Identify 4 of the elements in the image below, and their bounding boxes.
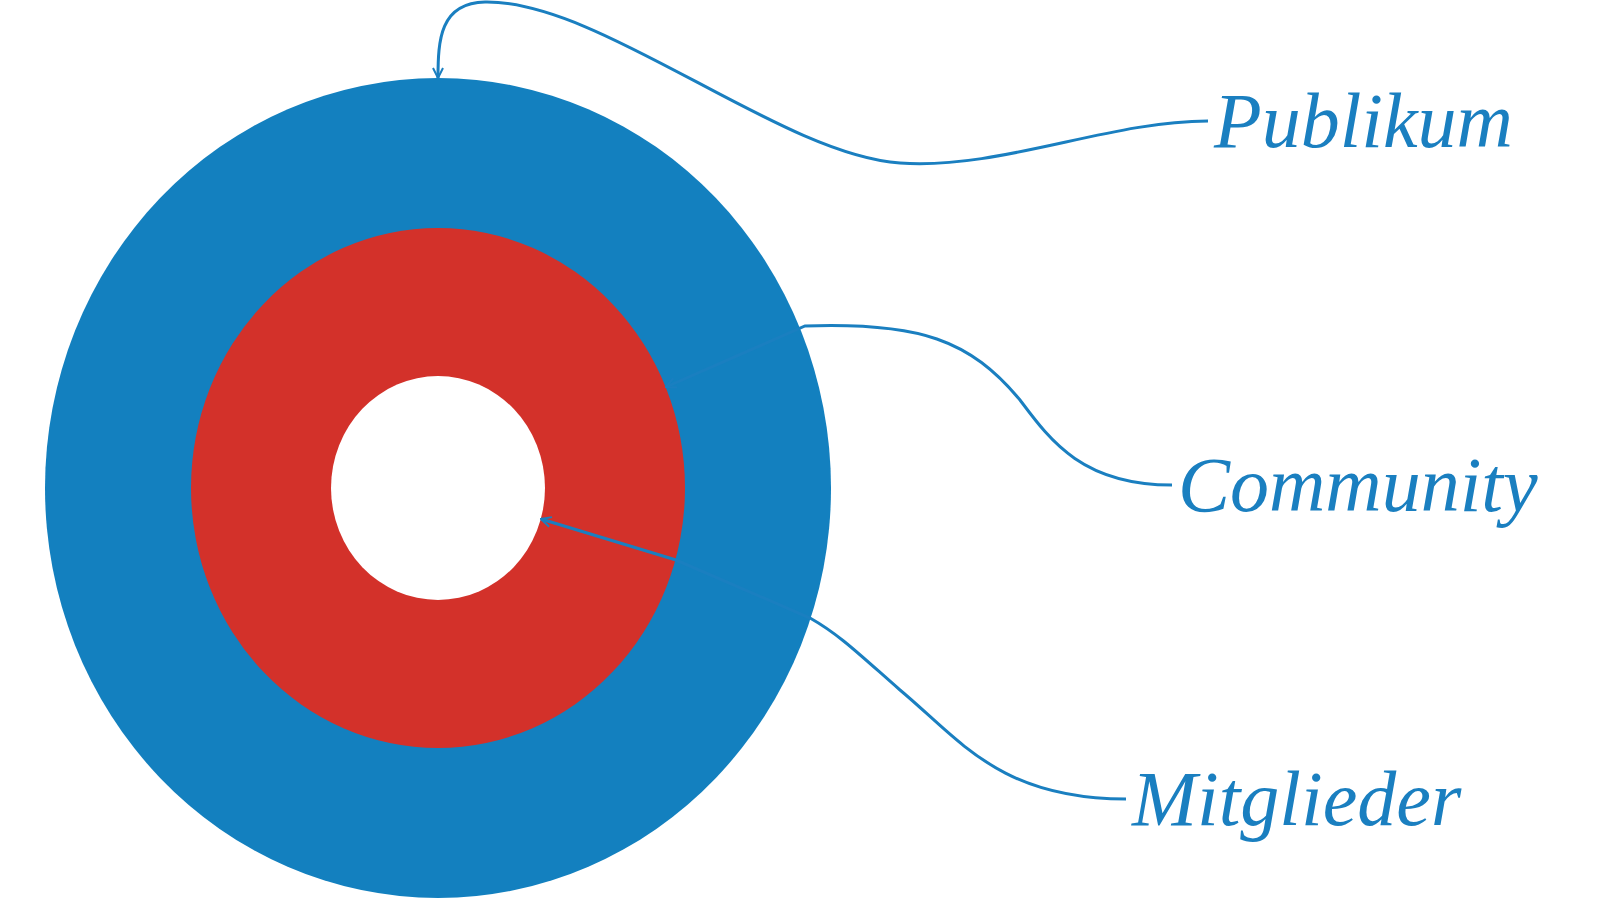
leader-arrow [432, 0, 1209, 166]
leader-arrow [540, 516, 1127, 801]
ring-label: Publikum [1212, 82, 1515, 160]
leader-arrow [665, 324, 1173, 487]
